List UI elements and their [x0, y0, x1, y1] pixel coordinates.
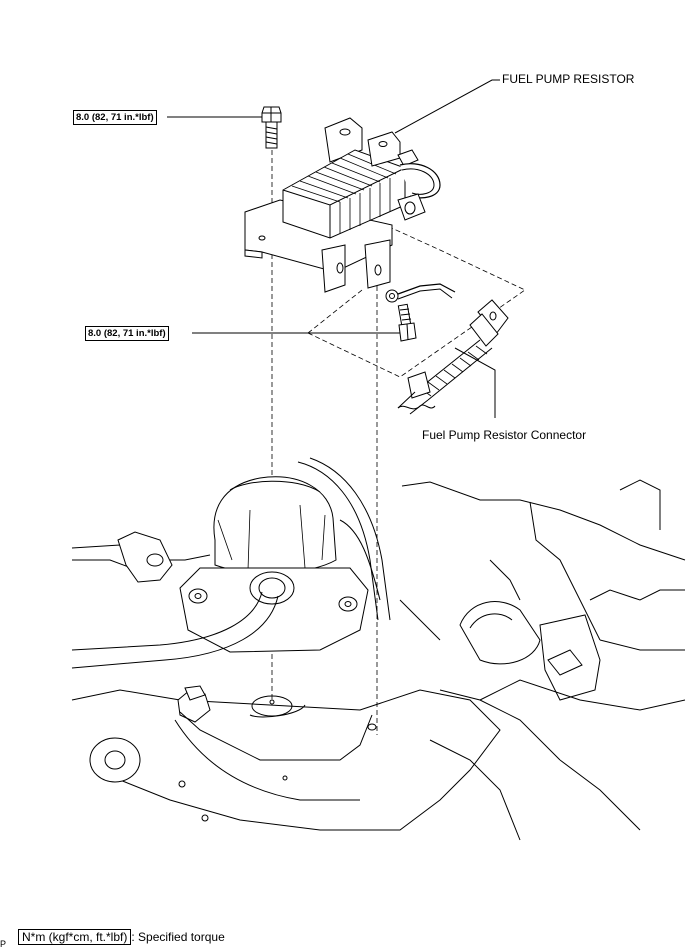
- fuel-pump-resistor: [244, 117, 441, 293]
- corner-mark: P: [0, 939, 7, 949]
- vehicle-body: [71, 457, 686, 841]
- fuel-pump-resistor-label: FUEL PUMP RESISTOR: [502, 72, 635, 86]
- upper-torque-spec: 8.0 (82, 71 in.*lbf): [73, 110, 157, 125]
- connector-label: Fuel Pump Resistor Connector: [422, 428, 587, 442]
- lower-bolt: [397, 303, 417, 342]
- legend: N*m (kgf*cm, ft.*lbf): Specified torque: [18, 929, 225, 945]
- ground-terminal: [385, 283, 456, 303]
- upper-bolt: [261, 106, 282, 149]
- legend-description: : Specified torque: [131, 930, 225, 944]
- leader-lines: [167, 79, 500, 418]
- resistor-connector: [397, 299, 509, 415]
- lower-torque-spec: 8.0 (82, 71 in.*lbf): [85, 326, 169, 341]
- legend-unit-box: N*m (kgf*cm, ft.*lbf): [18, 929, 132, 945]
